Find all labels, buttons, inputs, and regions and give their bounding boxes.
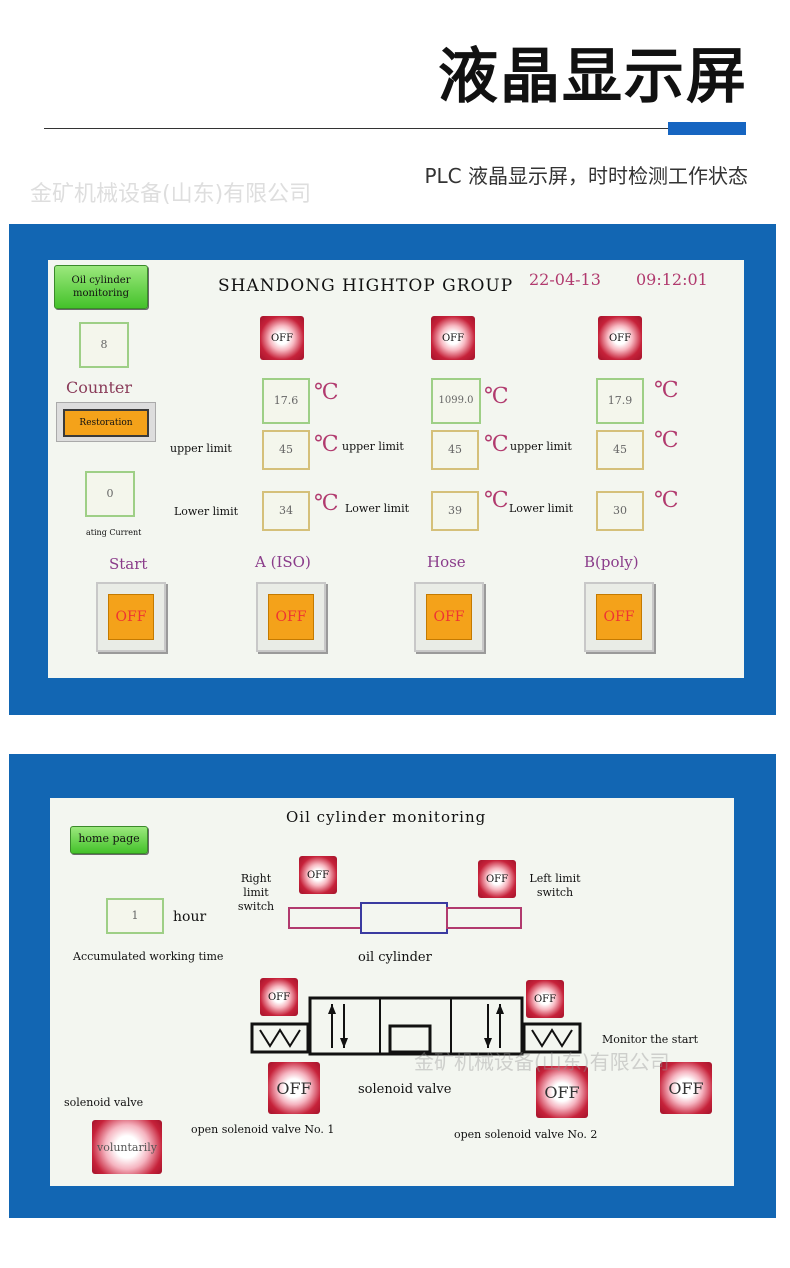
channel1-temp-unit: ℃	[314, 380, 339, 405]
watermark: 金矿机械设备(山东)有限公司	[30, 182, 312, 207]
counter-value: 8	[79, 322, 129, 368]
screen2-frame: Oil cylinder monitoring home page 1 hour…	[9, 754, 776, 1218]
channel2-upper-limit: 45	[431, 430, 479, 470]
channel2-lower-label: Lower limit	[345, 502, 410, 515]
home-screen: Oil cylinder monitoring SHANDONG HIGHTOP…	[48, 260, 744, 678]
time-display: 09:12:01	[636, 270, 708, 289]
open-valve-2-button[interactable]: OFF	[536, 1066, 588, 1118]
channel2-temp: 1099.0	[431, 378, 481, 424]
date-display: 22-04-13	[529, 270, 601, 289]
cylinder-screen-title: Oil cylinder monitoring	[286, 808, 487, 826]
channel2-upper-unit: ℃	[484, 432, 509, 457]
restoration-label: Restoration	[63, 409, 149, 437]
b-poly-label: B(poly)	[584, 553, 639, 571]
channel1-upper-label: upper limit	[170, 442, 232, 455]
working-hours-value: 1	[106, 898, 164, 934]
hose-button[interactable]: OFF	[414, 582, 484, 652]
left-limit-switch-indicator: OFF	[478, 860, 516, 898]
accumulated-time-label: Accumulated working time	[73, 950, 224, 963]
a-iso-label: A (ISO)	[255, 553, 311, 571]
home-page-button[interactable]: home page	[70, 826, 148, 854]
solenoid-valve-left-label: solenoid valve	[64, 1096, 144, 1109]
page-subtitle: PLC 液晶显示屏，时时检测工作状态	[424, 164, 748, 188]
channel1-lower-unit: ℃	[314, 491, 339, 516]
channel2-upper-label: upper limit	[342, 440, 404, 453]
channel3-upper-label: upper limit	[510, 440, 572, 453]
current-label: ating Current	[86, 528, 142, 537]
channel3-lower-limit: 30	[596, 491, 644, 531]
channel3-status-indicator: OFF	[598, 316, 642, 360]
valve2-status-indicator: OFF	[526, 980, 564, 1018]
accent-bar	[668, 122, 746, 135]
b-poly-button[interactable]: OFF	[584, 582, 654, 652]
counter-label: Counter	[66, 378, 133, 397]
channel1-lower-limit: 34	[262, 491, 310, 531]
channel1-lower-label: Lower limit	[174, 505, 239, 518]
hose-label: Hose	[427, 553, 466, 571]
solenoid-valve-diagram	[250, 996, 582, 1056]
channel2-lower-unit: ℃	[484, 488, 509, 513]
channel3-upper-unit: ℃	[654, 428, 679, 453]
channel1-upper-limit: 45	[262, 430, 310, 470]
oil-cylinder-diagram	[288, 902, 522, 934]
channel3-upper-limit: 45	[596, 430, 644, 470]
left-limit-switch-label: Left limit switch	[529, 872, 581, 899]
oil-cylinder-monitoring-button[interactable]: Oil cylinder monitoring	[54, 265, 148, 309]
channel2-status-indicator: OFF	[431, 316, 475, 360]
oil-cylinder-label: oil cylinder	[358, 950, 432, 965]
solenoid-valve-center-label: solenoid valve	[358, 1082, 452, 1097]
channel3-lower-unit: ℃	[654, 488, 679, 513]
channel2-lower-limit: 39	[431, 491, 479, 531]
screen-watermark: 金矿机械设备(山东)有限公司	[414, 1050, 670, 1074]
valve1-status-indicator: OFF	[260, 978, 298, 1016]
right-limit-switch-indicator: OFF	[299, 856, 337, 894]
page-heading: 液晶显示屏	[438, 42, 748, 112]
hose-button-state: OFF	[426, 594, 472, 640]
divider-line	[44, 128, 744, 129]
channel3-lower-label: Lower limit	[509, 502, 574, 515]
a-iso-button-state: OFF	[268, 594, 314, 640]
channel3-temp: 17.9	[596, 378, 644, 424]
a-iso-button[interactable]: OFF	[256, 582, 326, 652]
cylinder-screen: Oil cylinder monitoring home page 1 hour…	[50, 798, 734, 1186]
company-title: SHANDONG HIGHTOP GROUP	[218, 276, 514, 296]
b-poly-button-state: OFF	[596, 594, 642, 640]
voluntarily-button[interactable]: voluntarily	[92, 1120, 162, 1174]
current-value: 0	[85, 471, 135, 517]
start-label: Start	[109, 555, 148, 573]
channel1-temp: 17.6	[262, 378, 310, 424]
monitor-start-button[interactable]: OFF	[660, 1062, 712, 1114]
channel1-upper-unit: ℃	[314, 432, 339, 457]
screen1-frame: Oil cylinder monitoring SHANDONG HIGHTOP…	[9, 224, 776, 715]
right-limit-switch-label: Right limit switch	[237, 872, 275, 913]
open-valve-2-label: open solenoid valve No. 2	[454, 1128, 598, 1141]
channel3-temp-unit: ℃	[654, 378, 679, 403]
start-button[interactable]: OFF	[96, 582, 166, 652]
open-valve-1-button[interactable]: OFF	[268, 1062, 320, 1114]
channel1-status-indicator: OFF	[260, 316, 304, 360]
channel2-temp-unit: ℃	[484, 384, 509, 409]
start-button-state: OFF	[108, 594, 154, 640]
monitor-start-label: Monitor the start	[602, 1033, 699, 1046]
open-valve-1-label: open solenoid valve No. 1	[191, 1123, 335, 1136]
working-hours-unit: hour	[173, 909, 207, 925]
restoration-button[interactable]: Restoration	[56, 402, 156, 442]
